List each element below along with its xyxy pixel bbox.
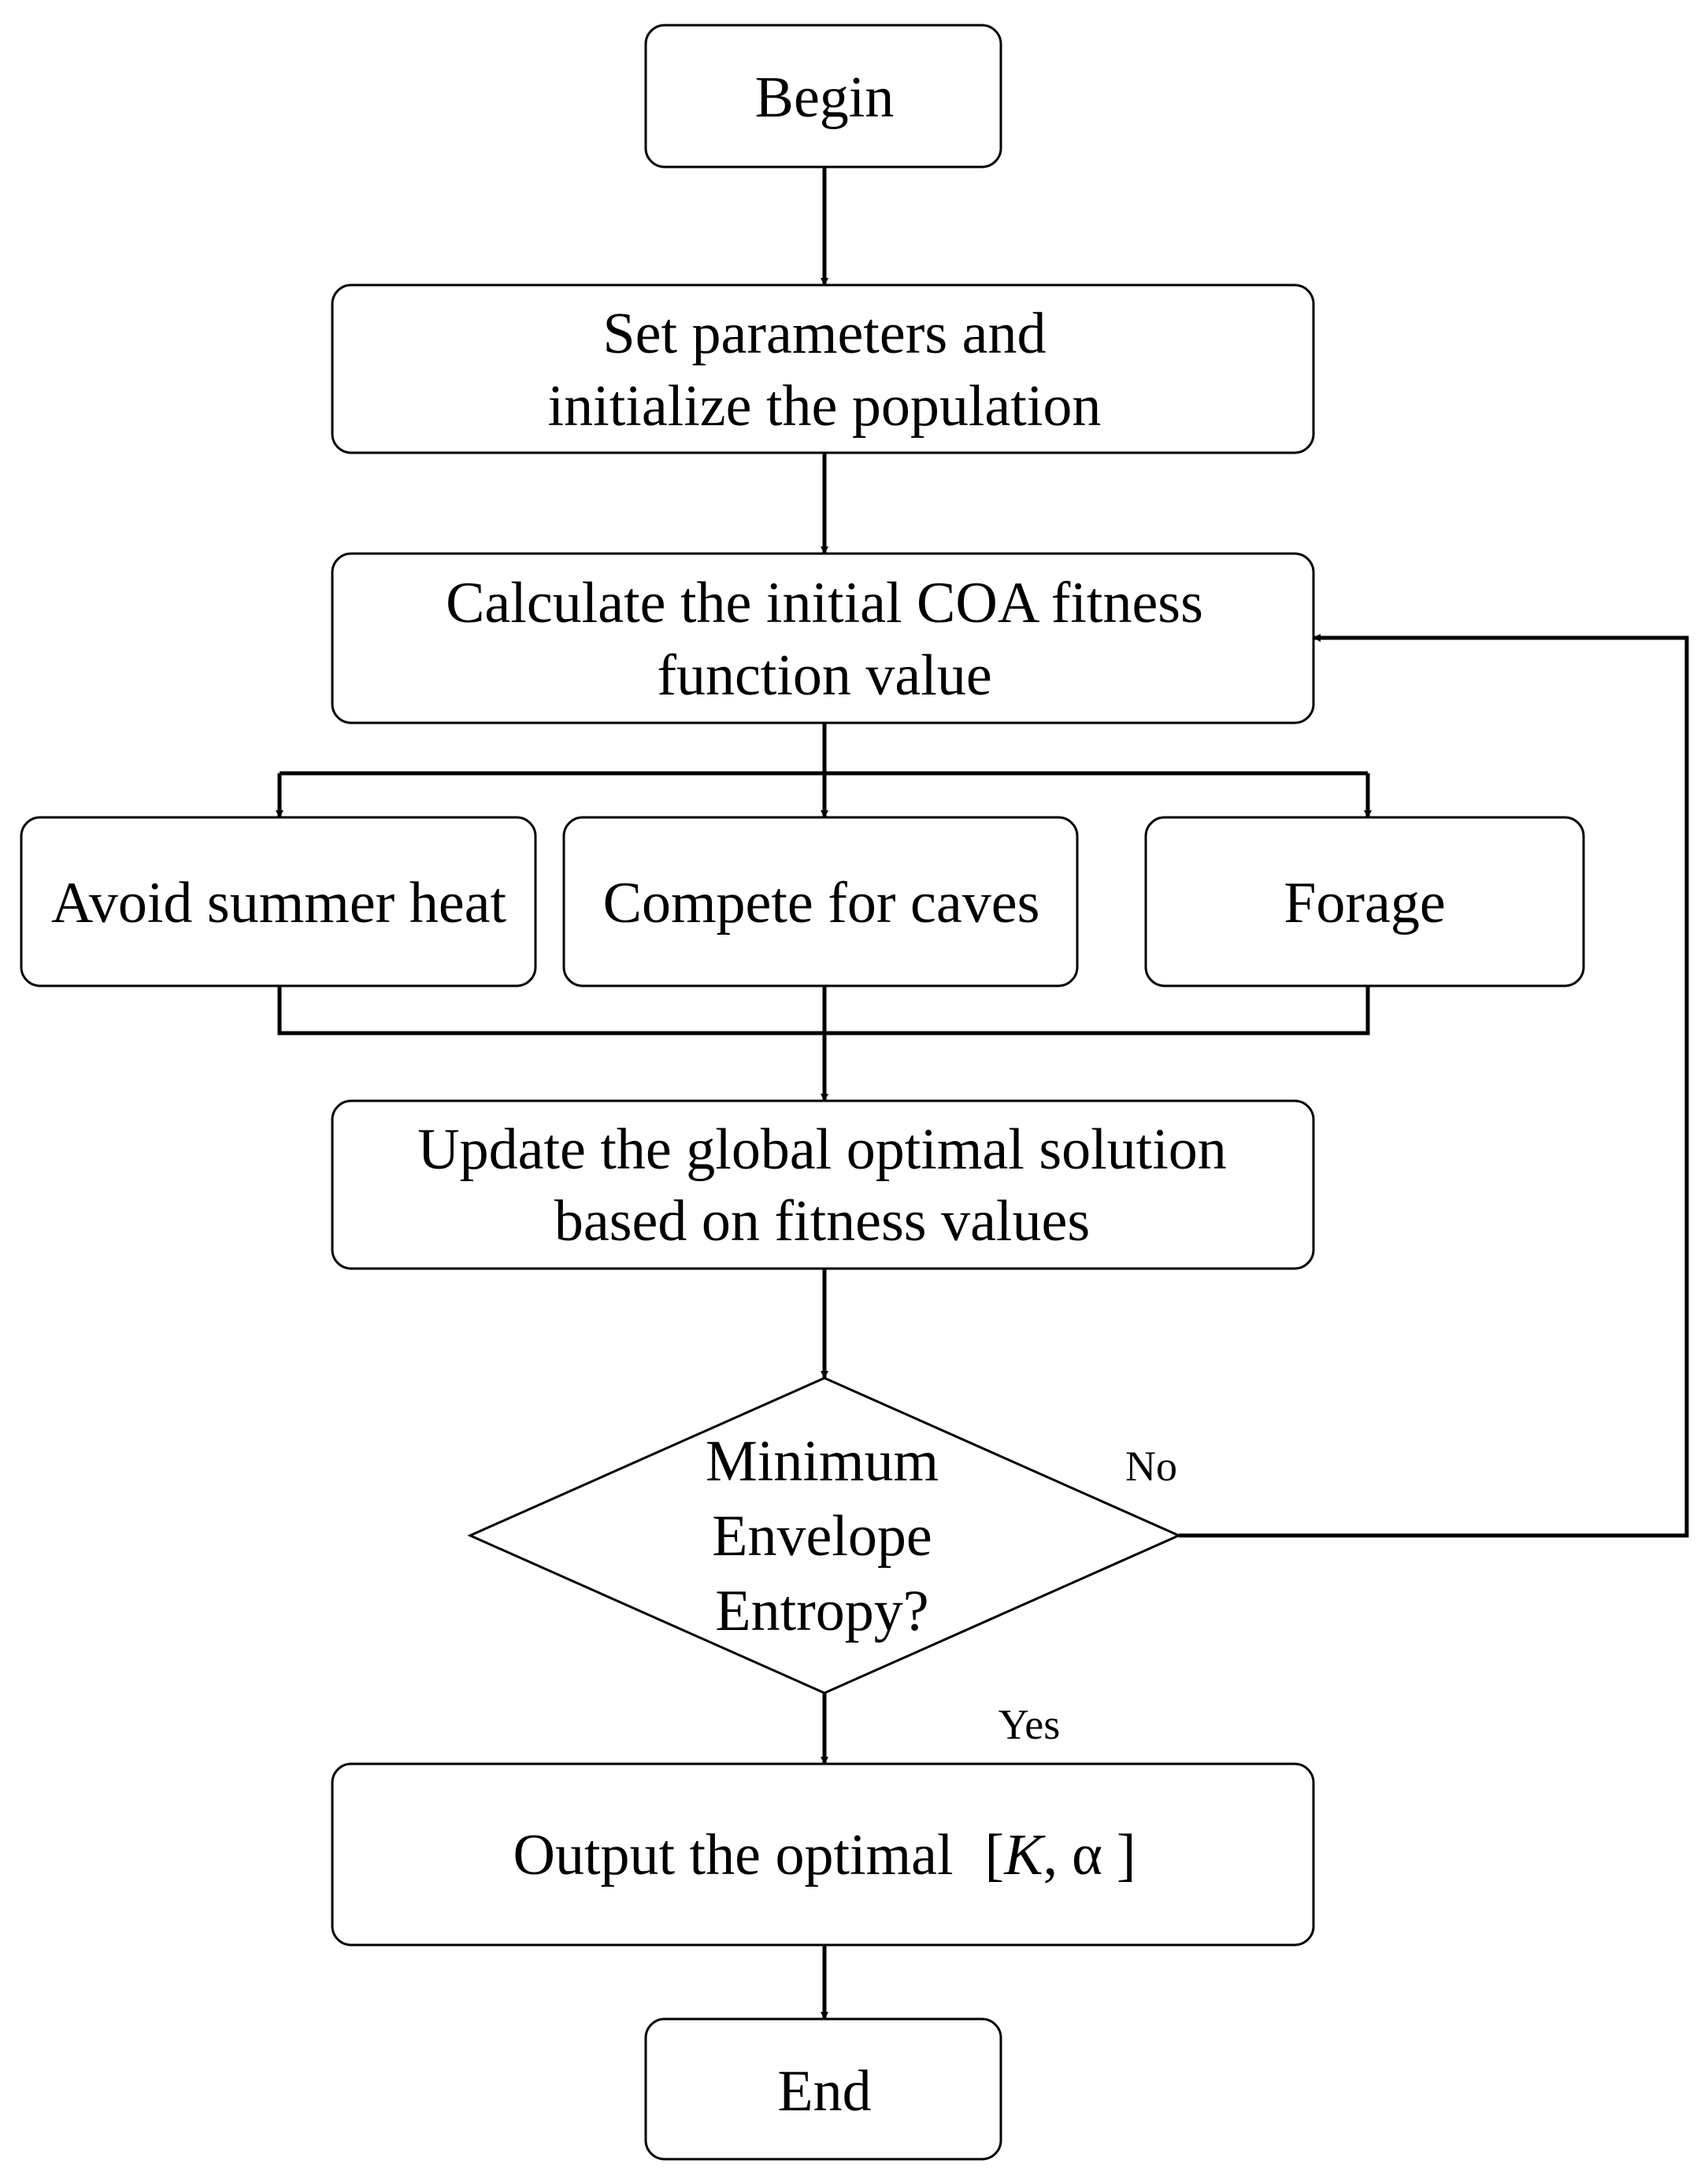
update-global-line-2: based on fitness values [554, 1189, 1090, 1254]
set-parameters-line-1: Set parameters and [603, 302, 1047, 366]
connectors [276, 167, 1689, 2020]
output-optimal-node: Output the optimal [K,α] [331, 1762, 1315, 1947]
output-comma: , [1043, 1823, 1058, 1887]
output-k: K [1003, 1823, 1046, 1887]
set-parameters-node: Set parameters and initialize the popula… [331, 283, 1315, 454]
output-optimal-label: Output the optimal [K,α] [513, 1823, 1136, 1887]
output-prefix: Output the optimal [513, 1823, 954, 1887]
yes-edge-label: Yes [998, 1701, 1061, 1748]
forage-label: Forage [1284, 871, 1446, 935]
calculate-fitness-line-1: Calculate the initial COA fitness [446, 571, 1203, 635]
calculate-fitness-node: Calculate the initial COA fitness functi… [331, 552, 1315, 724]
output-alpha: α [1072, 1823, 1102, 1887]
no-edge-label: No [1125, 1443, 1177, 1490]
loop-back-no-edge [1179, 634, 1689, 1538]
decision-line-3: Entropy? [715, 1579, 928, 1643]
begin-label: Begin [755, 65, 895, 130]
set-parameters-line-2: initialize the population [548, 374, 1102, 439]
decision-line-2: Envelope [712, 1504, 932, 1569]
update-global-line-1: Update the global optimal solution [417, 1117, 1227, 1182]
begin-node: Begin [644, 24, 1002, 169]
calculate-fitness-line-2: function value [657, 643, 991, 708]
end-label: End [777, 2059, 871, 2124]
output-close-bracket: ] [1117, 1823, 1136, 1887]
end-node: End [644, 2017, 1002, 2161]
output-open-bracket: [ [985, 1823, 1005, 1887]
decision-node: Minimum Envelope Entropy? [467, 1376, 1182, 1695]
avoid-summer-heat-node: Avoid summer heat [20, 816, 537, 987]
update-global-solution-node: Update the global optimal solution based… [331, 1099, 1315, 1270]
forage-node: Forage [1144, 816, 1585, 987]
avoid-summer-heat-label: Avoid summer heat [51, 871, 507, 935]
decision-line-1: Minimum [706, 1429, 939, 1494]
compete-for-caves-label: Compete for caves [603, 871, 1040, 935]
compete-for-caves-node: Compete for caves [562, 816, 1079, 987]
